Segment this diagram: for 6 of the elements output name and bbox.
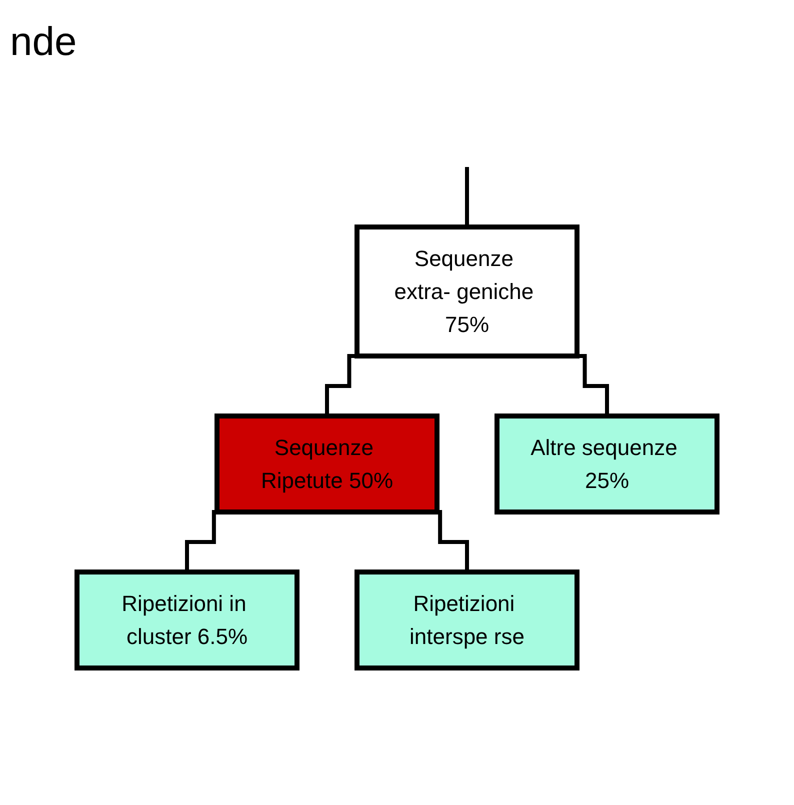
node-box: Sequenze extra- geniche 75% (354, 224, 580, 358)
node-box: Ripetizioni interspe rse (354, 570, 580, 670)
node-box: Ripetizioni in cluster 6.5% (74, 570, 300, 670)
node-box: Altre sequenze 25% (494, 414, 720, 514)
partial-heading: nde (10, 20, 77, 65)
node-box: Sequenze Ripetute 50% (214, 414, 440, 514)
